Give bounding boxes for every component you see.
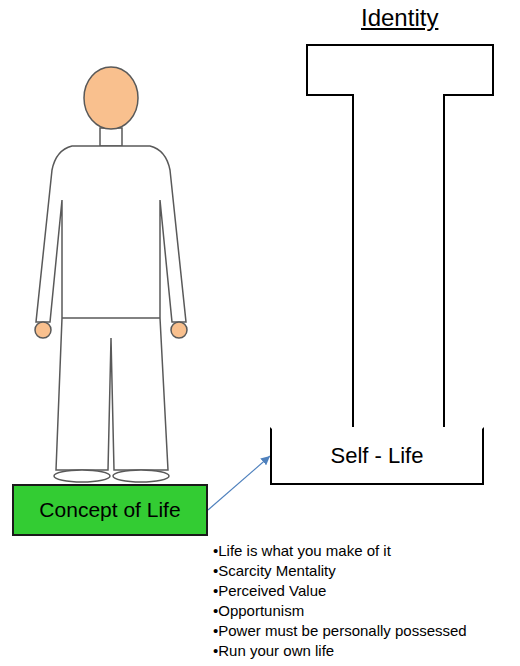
bullet-item: •Perceived Value [213,581,467,601]
bullet-list: •Life is what you make of it•Scarcity Me… [213,541,467,661]
bullet-item: •Run your own life [213,641,467,661]
bullet-item: •Opportunism [213,601,467,621]
diagram-title: Identity [361,4,438,33]
person-head [84,67,138,129]
person-figure [35,67,187,482]
person-neck [100,128,122,146]
person-body [36,146,186,470]
bullet-item: •Power must be personally possessed [213,621,467,641]
base-box: Self - Life [270,427,484,485]
bullet-item: •Scarcity Mentality [213,561,467,581]
node-label: Self - Life [331,443,424,468]
person-foot [113,470,169,482]
connector-arrow [208,456,270,510]
person-hand [171,322,187,338]
person-foot [54,470,110,482]
person-hand [35,322,51,338]
pillar-outline [307,45,493,427]
concept-box: Concept of Life [12,484,208,536]
person-waist [62,317,160,319]
bullet-item: •Life is what you make of it [213,541,467,561]
node-label: Concept of Life [39,498,180,522]
